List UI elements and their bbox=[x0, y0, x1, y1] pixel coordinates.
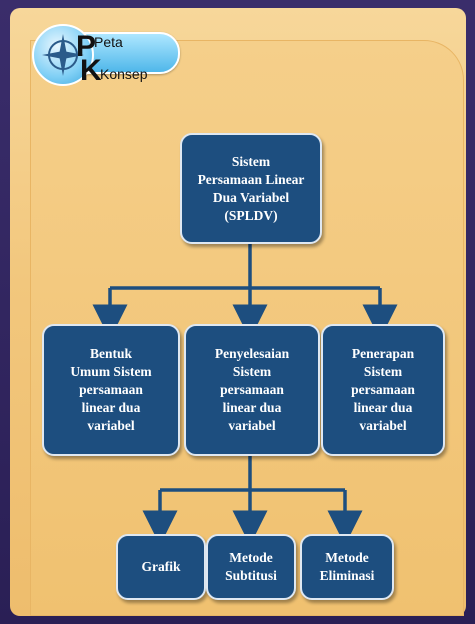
node-metode-eliminasi: Metode Eliminasi bbox=[300, 534, 394, 600]
badge-letter-p: P bbox=[76, 30, 97, 63]
peta-konsep-badge: P Peta K Konsep bbox=[32, 18, 180, 87]
badge-letter-k: K bbox=[80, 54, 102, 87]
node-penyelesaian: Penyelesaian Sistem persamaan linear dua… bbox=[184, 324, 320, 456]
node-bentuk-umum: Bentuk Umum Sistem persamaan linear dua … bbox=[42, 324, 180, 456]
compass-icon bbox=[32, 24, 94, 86]
node-penerapan: Penerapan Sistem persamaan linear dua va… bbox=[321, 324, 445, 456]
node-spldv: Sistem Persamaan Linear Dua Variabel (SP… bbox=[180, 133, 322, 244]
badge-word-2: Konsep bbox=[100, 66, 148, 82]
node-grafik: Grafik bbox=[116, 534, 206, 600]
badge-word-1: Peta bbox=[94, 34, 123, 50]
node-metode-subtitusi: Metode Subtitusi bbox=[206, 534, 296, 600]
